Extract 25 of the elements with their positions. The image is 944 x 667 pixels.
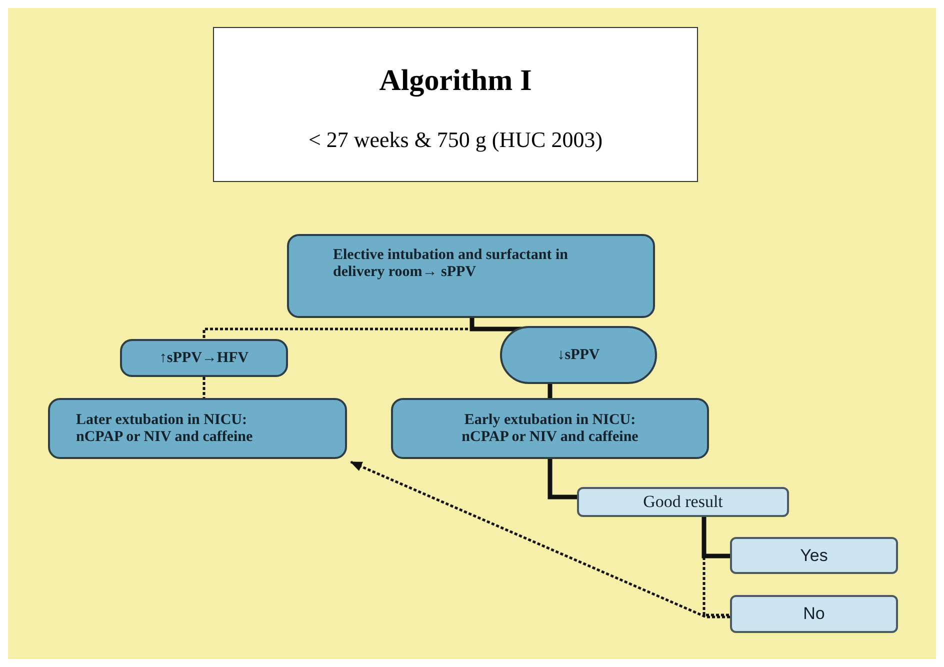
title-box (213, 27, 698, 182)
node-heading: Algorithm I (379, 64, 532, 98)
connector-line (548, 384, 552, 398)
node-text: Early extubation in NICU: nCPAP or NIV and caffeine (460, 412, 640, 446)
node-text: ↑sPPV→HFV (159, 350, 249, 366)
node-text: < 27 weeks & 750 g (HUC 2003) (308, 126, 603, 153)
connector-line (702, 517, 730, 616)
answer-box (730, 595, 898, 633)
arrow (350, 460, 730, 618)
node-text: ↓sPPV (557, 346, 600, 364)
decision-box (577, 487, 789, 517)
node-text: No (803, 604, 825, 624)
node-text: Yes (800, 546, 828, 566)
answer-box (730, 537, 898, 574)
process-box (120, 339, 288, 377)
connector-line (202, 377, 206, 398)
connector-line (470, 318, 522, 332)
connector-line (202, 318, 474, 339)
process-box (391, 398, 709, 459)
node-text: Elective intubation and surfactant in delivery room→ sPPV (333, 247, 570, 281)
node-text: Later extubation in NICU: nCPAP or NIV and caffeine (76, 412, 254, 446)
process-box (48, 398, 347, 459)
connector-line (548, 459, 577, 500)
node-text: Good result (643, 492, 723, 512)
process-box (287, 234, 655, 318)
